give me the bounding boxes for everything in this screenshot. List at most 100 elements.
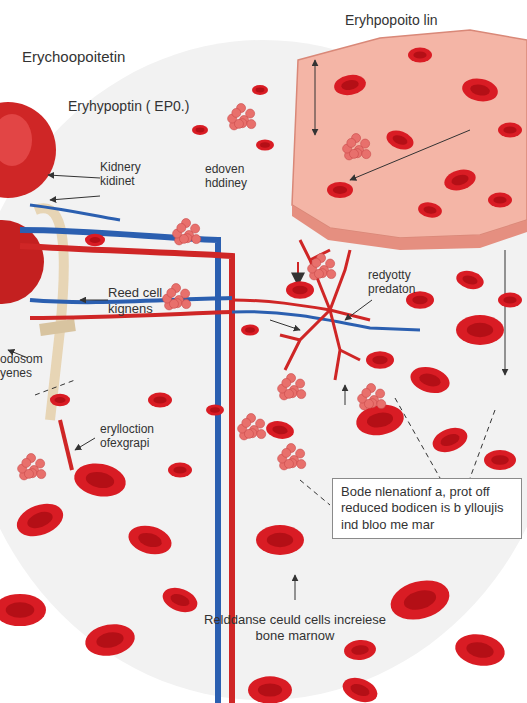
cell-cluster xyxy=(36,459,45,468)
cell-center xyxy=(493,196,506,203)
annotation-label: Eryhpopoito lin xyxy=(345,12,520,29)
red-blood-cell xyxy=(453,630,508,669)
tube xyxy=(60,420,72,470)
red-blood-cell xyxy=(125,521,175,559)
cell-center xyxy=(461,274,478,286)
cell-body xyxy=(286,281,314,298)
red-blood-cell xyxy=(12,498,67,542)
cell-body xyxy=(265,419,296,441)
cell-cluster xyxy=(37,470,46,479)
annotation-label: Eryhypoptin ( EP0.) xyxy=(68,98,238,115)
kidney-highlight xyxy=(0,114,32,166)
cell-center xyxy=(391,133,408,146)
cell-body xyxy=(343,639,377,662)
red-blood-cell xyxy=(384,127,416,153)
red-blood-cells xyxy=(0,48,522,703)
cell-cluster xyxy=(296,449,305,458)
red-blood-cell xyxy=(366,351,394,368)
cell-center xyxy=(258,683,282,696)
cell-body xyxy=(192,125,208,135)
cell-body xyxy=(384,127,416,153)
ureter xyxy=(35,208,64,420)
red-blood-cell xyxy=(286,281,314,298)
tissue-edge xyxy=(292,205,527,250)
cell-center xyxy=(372,356,387,364)
cell-body xyxy=(498,123,522,138)
red-blood-cell xyxy=(339,673,380,703)
red-blood-cell xyxy=(460,76,499,104)
red-blood-cell xyxy=(248,676,292,703)
cell-cluster xyxy=(314,269,323,278)
cell-cluster xyxy=(362,388,371,397)
cell-cluster xyxy=(232,108,241,117)
cell-center xyxy=(491,455,509,465)
cell-center xyxy=(503,296,516,303)
red-blood-cell xyxy=(484,450,516,470)
cell-center xyxy=(467,323,493,337)
cell-cluster xyxy=(296,379,305,388)
cell-body xyxy=(252,85,268,95)
cell-body xyxy=(72,460,129,501)
kidney xyxy=(0,102,56,198)
cell-cluster xyxy=(297,390,306,399)
cell-body xyxy=(429,423,470,456)
red-blood-cell xyxy=(429,423,470,456)
cell-cluster xyxy=(192,235,201,244)
red-blood-cell xyxy=(386,574,454,625)
cell-center xyxy=(272,425,289,436)
annotation-label: redyotty predaton xyxy=(368,268,443,297)
cell-body xyxy=(12,498,67,542)
cell-body xyxy=(333,72,368,97)
annotation-label: Relddanse ceuld cells increiese bone mar… xyxy=(190,612,400,643)
red-blood-cell xyxy=(252,85,268,95)
annotation-label: odosom yenes xyxy=(0,352,55,381)
red-blood-cell xyxy=(408,48,432,63)
cell-center xyxy=(333,186,347,194)
red-blood-cell xyxy=(407,363,452,397)
cell-center xyxy=(85,470,116,490)
cell-center xyxy=(95,630,125,650)
cell-center xyxy=(169,592,191,609)
cell-center xyxy=(153,396,166,403)
vein xyxy=(30,205,120,220)
cell-center xyxy=(6,602,35,618)
capillary-network xyxy=(232,240,370,380)
cell-center xyxy=(210,407,220,412)
cell-center xyxy=(55,397,66,403)
cell-body xyxy=(488,193,512,208)
cell-body xyxy=(50,394,70,406)
cell-cluster xyxy=(177,223,186,232)
cell-body xyxy=(366,351,394,368)
red-blood-cell xyxy=(456,315,504,345)
red-blood-cell xyxy=(488,193,512,208)
cell-center xyxy=(245,327,255,332)
cell-center xyxy=(423,205,437,214)
red-blood-cell xyxy=(498,123,522,138)
cell-cluster xyxy=(349,149,358,158)
cell-center xyxy=(351,644,369,655)
cell-body xyxy=(454,268,486,292)
note-box: Bode nlenationf a, prot off reduced bodi… xyxy=(332,478,522,539)
cell-body xyxy=(484,450,516,470)
cell-cluster xyxy=(244,429,253,438)
cell-body xyxy=(256,525,304,555)
annotation-label: Kidnery kidinet xyxy=(100,160,175,189)
cell-center xyxy=(465,640,495,660)
cell-center xyxy=(450,173,469,187)
red-blood-cell xyxy=(241,324,259,335)
artery xyxy=(20,246,232,703)
cell-cluster xyxy=(169,299,178,308)
cell-cluster xyxy=(284,389,293,398)
cell-center xyxy=(173,466,186,473)
red-blood-cell xyxy=(0,594,46,626)
cell-body xyxy=(83,620,138,659)
cell-center xyxy=(25,509,55,532)
cell-cluster xyxy=(361,139,370,148)
red-blood-cell xyxy=(343,639,377,662)
red-blood-cell xyxy=(454,268,486,292)
cell-body xyxy=(125,521,175,559)
cell-cluster xyxy=(247,120,256,129)
annotation-label: Reed cell kignens xyxy=(108,285,183,316)
cell-cluster xyxy=(256,419,265,428)
red-blood-cell xyxy=(85,234,105,246)
